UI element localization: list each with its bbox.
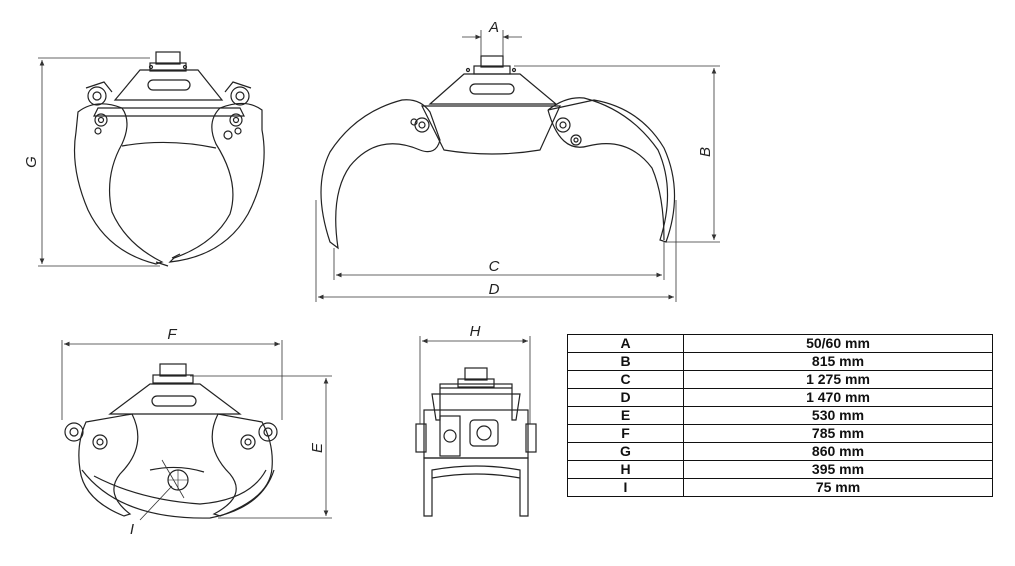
- dimension-c: [333, 242, 665, 280]
- dimension-f: [61, 340, 283, 420]
- dimension-key: B: [567, 352, 684, 371]
- dimension-value: 1 275 mm: [683, 370, 993, 389]
- dimension-label-i: I: [130, 521, 134, 538]
- dimension-e: [190, 375, 332, 519]
- dimension-key: C: [567, 370, 684, 389]
- dimension-key: G: [567, 442, 684, 461]
- dimension-value: 530 mm: [683, 406, 993, 425]
- dimension-value: 395 mm: [683, 460, 993, 479]
- dimension-label-e: E: [309, 442, 326, 453]
- dimension-value: 1 470 mm: [683, 388, 993, 407]
- dimension-b: [514, 65, 720, 243]
- dimension-label-g: G: [23, 156, 40, 168]
- dimension-d: [315, 200, 677, 302]
- dimension-value: 50/60 mm: [683, 334, 993, 353]
- dimension-label-d: D: [489, 281, 500, 298]
- front-view-open: [320, 55, 676, 250]
- front-view-overlap: [64, 363, 278, 519]
- dimension-key: A: [567, 334, 684, 353]
- dimension-i: [139, 459, 185, 521]
- dimension-value: 785 mm: [683, 424, 993, 443]
- dimension-g: [38, 57, 160, 267]
- dimension-key: F: [567, 424, 684, 443]
- dimension-label-b: B: [697, 147, 714, 157]
- dimension-key: D: [567, 388, 684, 407]
- dimension-key: H: [567, 460, 684, 479]
- dimension-value: 860 mm: [683, 442, 993, 461]
- dimension-value: 75 mm: [683, 478, 993, 497]
- dimension-label-a: A: [488, 19, 499, 36]
- dimension-key: I: [567, 478, 684, 497]
- dimension-value: 815 mm: [683, 352, 993, 371]
- dimension-a: [462, 30, 522, 56]
- dimension-key: E: [567, 406, 684, 425]
- dimension-label-f: F: [167, 326, 177, 343]
- front-view-closed: [73, 51, 265, 267]
- dimension-h: [419, 336, 531, 424]
- dimension-label-c: C: [489, 258, 500, 275]
- dimension-label-h: H: [470, 323, 481, 340]
- side-view: [415, 367, 537, 517]
